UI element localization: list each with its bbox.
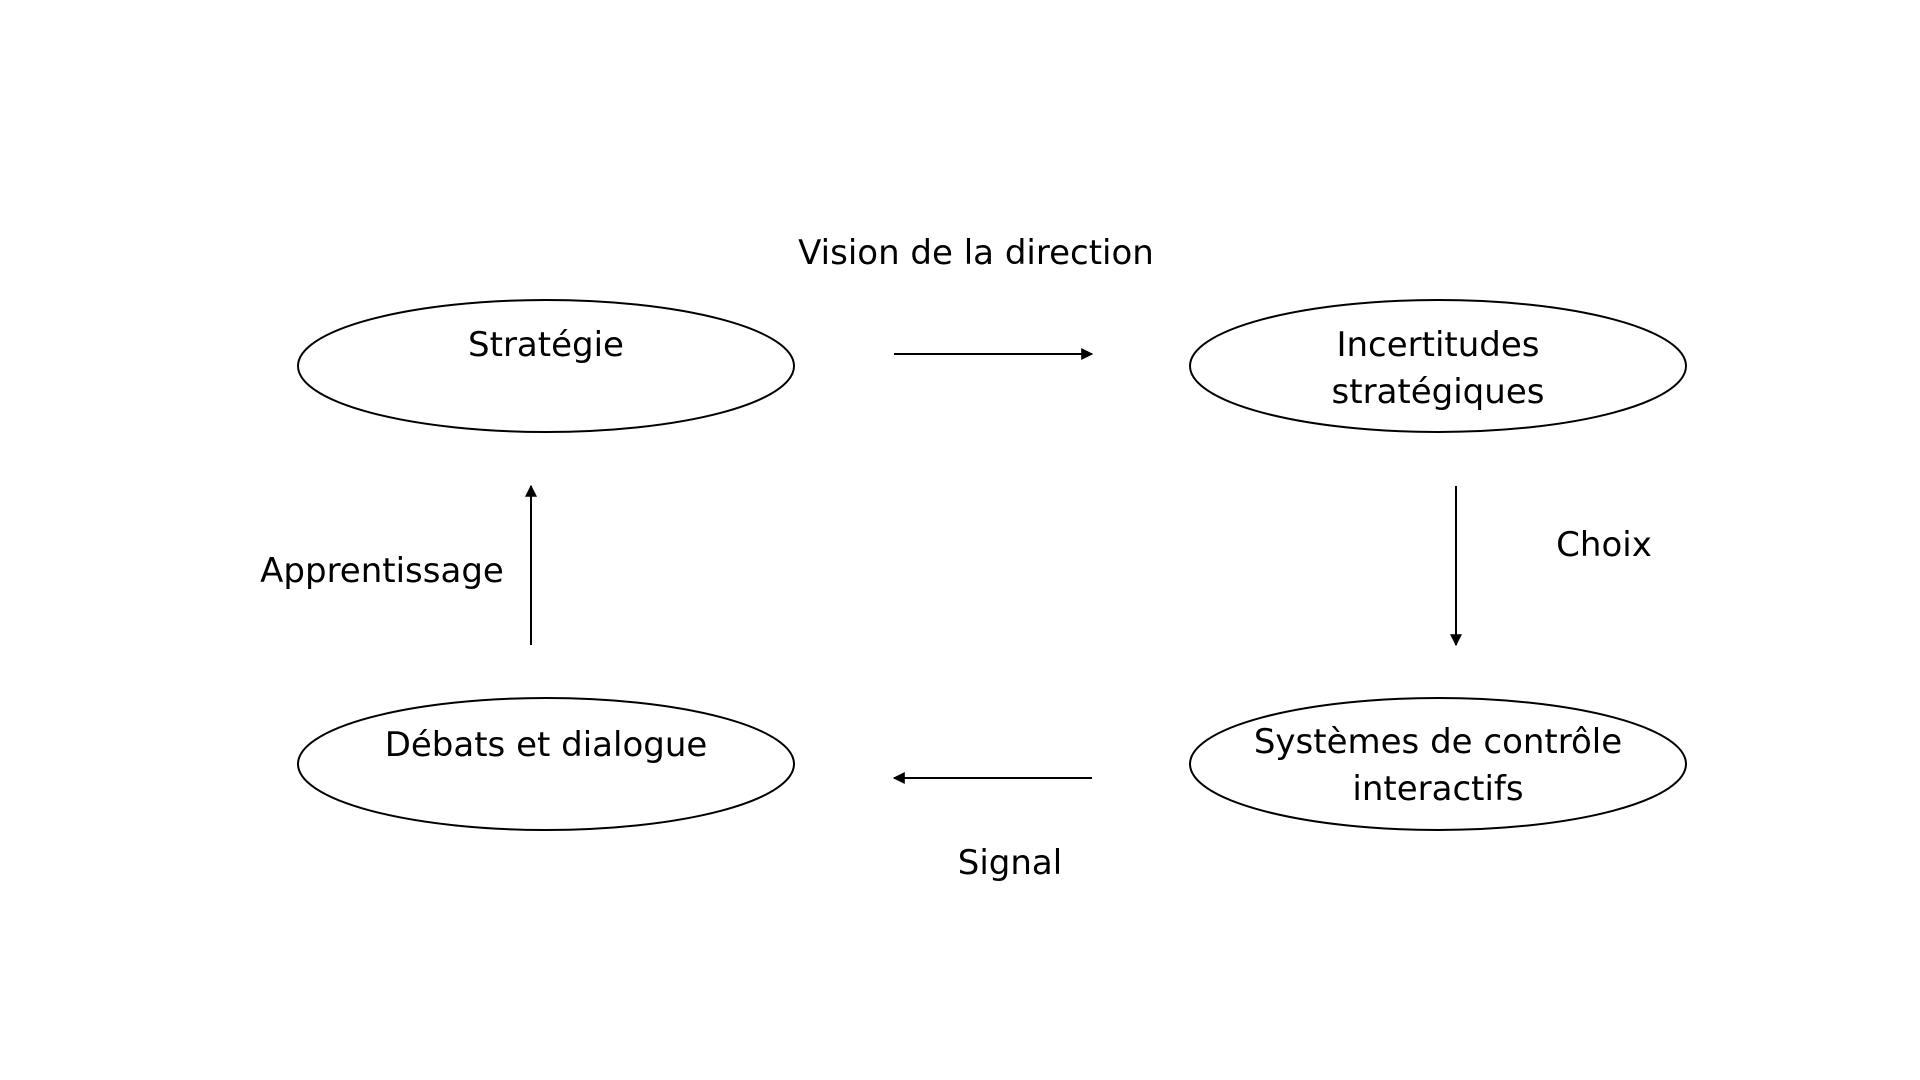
edge-choix: Choix xyxy=(1450,486,1652,647)
node-strategie-label: Stratégie xyxy=(468,325,624,365)
node-incertitudes: Incertitudes stratégiques xyxy=(1189,299,1687,433)
edge-signal-label: Signal xyxy=(958,843,1062,883)
node-systemes-label-line-2: interactifs xyxy=(1352,769,1523,809)
node-incertitudes-label-line-2: stratégiques xyxy=(1332,372,1545,412)
edge-apprentissage-label: Apprentissage xyxy=(260,551,504,591)
node-strategie: Stratégie xyxy=(297,299,795,433)
node-strategie-ellipse xyxy=(297,299,795,433)
edge-signal: Signal xyxy=(892,772,1092,883)
edge-vision-label: Vision de la direction xyxy=(798,233,1154,273)
node-debats: Débats et dialogue xyxy=(297,697,795,831)
node-systemes-ellipse xyxy=(1189,697,1687,831)
node-incertitudes-label-line-1: Incertitudes xyxy=(1336,325,1539,365)
node-systemes-label-line-1: Systèmes de contrôle xyxy=(1254,722,1622,762)
edge-choix-label: Choix xyxy=(1556,525,1652,565)
node-incertitudes-ellipse xyxy=(1189,299,1687,433)
edge-vision: Vision de la direction xyxy=(798,233,1154,360)
node-debats-label: Débats et dialogue xyxy=(385,725,708,765)
node-debats-ellipse xyxy=(297,697,795,831)
edge-apprentissage: Apprentissage xyxy=(260,484,537,645)
node-systemes: Systèmes de contrôle interactifs xyxy=(1189,697,1687,831)
